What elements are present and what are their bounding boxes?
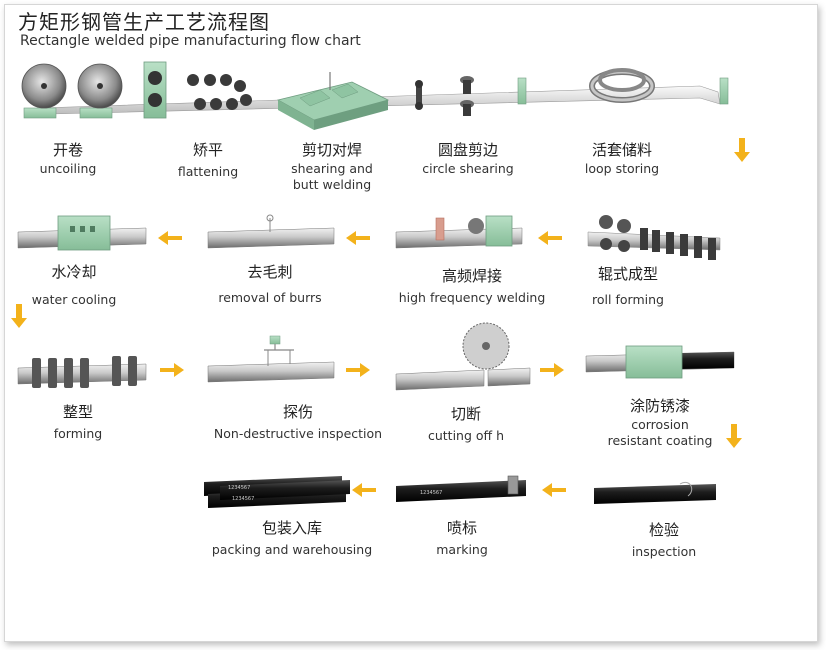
- step-packing-label: 包装入库 packing and warehousing: [212, 520, 372, 558]
- step-marking-label: 喷标 marking: [436, 520, 488, 558]
- arrow-down-2: [11, 304, 27, 328]
- flow-arrows: [11, 138, 750, 497]
- step-cutting-label: 切断 cutting off h: [428, 406, 504, 444]
- step-coating-en2: resistant coating: [607, 433, 713, 448]
- step-forming-label: 整型 forming: [54, 404, 102, 442]
- shear-weld-table: [276, 72, 390, 130]
- step-loop-storing-cn: 活套储料: [591, 141, 652, 159]
- step-water-cooling-en: water cooling: [31, 292, 117, 307]
- step-deburring-cn: 去毛刺: [247, 263, 293, 281]
- step-shearing-cn: 剪切对焊: [301, 141, 362, 159]
- step-deburring-label: 去毛刺 removal of burrs: [218, 264, 321, 306]
- marked-pipe: 1234567: [396, 475, 526, 502]
- flattening-machine: [143, 61, 252, 119]
- step-circle-shearing-cn: 圆盘剪边: [437, 141, 499, 159]
- roll-forming-machine: [587, 215, 721, 260]
- sizing-forming-rolls: [17, 356, 147, 388]
- step-coating-cn: 涂防锈漆: [629, 397, 691, 415]
- step-loop-storing-label: 活套储料 loop storing: [585, 142, 659, 177]
- arrow-left-4: [542, 483, 566, 497]
- high-frequency-welder: [395, 215, 523, 249]
- arrow-left-1: [538, 231, 562, 245]
- loop-storage-accumulator: [589, 68, 729, 105]
- step-ndt-cn: 探伤: [282, 403, 314, 421]
- step-inspection-en: inspection: [631, 544, 697, 559]
- ndt-inspection-probe: [207, 335, 335, 383]
- step-uncoiling-en: uncoiling: [39, 161, 97, 176]
- arrow-left-5: [352, 483, 376, 497]
- arrow-down-3: [726, 424, 742, 448]
- deburring-station: [207, 214, 335, 249]
- title-english: Rectangle welded pipe manufacturing flow…: [20, 33, 361, 49]
- bundle-marking-text: 1234567: [228, 485, 250, 491]
- step-inspection-cn: 检验: [648, 521, 680, 539]
- step-marking-cn: 喷标: [446, 519, 478, 537]
- step-hf-welding-label: 高频焊接 high frequency welding: [399, 268, 546, 306]
- step-packing-en: packing and warehousing: [211, 542, 373, 557]
- packed-pipe-bundle: 1234567 1234567: [204, 476, 350, 508]
- bundle-marking-text-2: 1234567: [232, 496, 254, 502]
- step-forming-cn: 整型: [62, 403, 94, 421]
- step-cutting-en: cutting off h: [427, 428, 505, 443]
- step-hf-welding-cn: 高频焊接: [441, 267, 503, 285]
- step-uncoiling-cn: 开卷: [52, 141, 84, 159]
- uncoiler-machine: [21, 63, 123, 119]
- coating-booth: [585, 345, 735, 379]
- step-roll-forming-label: 辊式成型 roll forming: [592, 266, 664, 308]
- step-ndt-label: 探伤 Non-destructive inspection: [214, 404, 382, 442]
- arrow-right-1: [160, 363, 184, 377]
- pipe-marking-text: 1234567: [420, 490, 442, 496]
- cut-off-saw: [395, 322, 531, 391]
- step-coating-en: corrosion: [631, 417, 689, 432]
- step-hf-welding-en: high frequency welding: [398, 290, 546, 305]
- inspected-pipe: [594, 482, 716, 504]
- step-coating-label: 涂防锈漆 corrosion resistant coating: [608, 398, 713, 449]
- step-flattening-cn: 矫平: [192, 141, 223, 159]
- step-circle-shearing-en: circle shearing: [422, 161, 514, 176]
- step-deburring-en: removal of burrs: [218, 290, 322, 305]
- step-water-cooling-label: 水冷却 water cooling: [32, 264, 117, 308]
- step-marking-en: marking: [436, 542, 488, 557]
- circle-shear-machine: [415, 76, 527, 116]
- step-cutting-cn: 切断: [450, 405, 481, 423]
- arrow-left-3: [158, 231, 182, 245]
- water-cooling-tank: [17, 215, 147, 251]
- step-forming-en: forming: [53, 426, 103, 441]
- step-inspection-label: 检验 inspection: [632, 522, 696, 560]
- arrow-right-2: [346, 363, 370, 377]
- step-flattening-label: 矫平 flattening: [178, 142, 238, 180]
- step-flattening-en: flattening: [177, 164, 239, 179]
- step-roll-forming-cn: 辊式成型: [597, 265, 658, 283]
- step-water-cooling-cn: 水冷却: [51, 263, 97, 281]
- step-roll-forming-en: roll forming: [592, 292, 664, 307]
- step-ndt-en: Non-destructive inspection: [213, 426, 383, 441]
- step-uncoiling-label: 开卷 uncoiling: [40, 142, 97, 177]
- step-shearing-en2: butt welding: [292, 177, 372, 192]
- step-shearing-label: 剪切对焊 shearing and butt welding: [291, 142, 373, 193]
- arrow-right-3: [540, 363, 564, 377]
- title-chinese: 方矩形钢管生产工艺流程图: [18, 10, 270, 34]
- step-shearing-en: shearing and: [291, 161, 373, 176]
- step-packing-cn: 包装入库: [261, 519, 322, 537]
- step-loop-storing-en: loop storing: [584, 161, 660, 176]
- arrow-left-2: [346, 231, 370, 245]
- arrow-down-1: [734, 138, 750, 162]
- step-circle-shearing-label: 圆盘剪边 circle shearing: [422, 142, 513, 177]
